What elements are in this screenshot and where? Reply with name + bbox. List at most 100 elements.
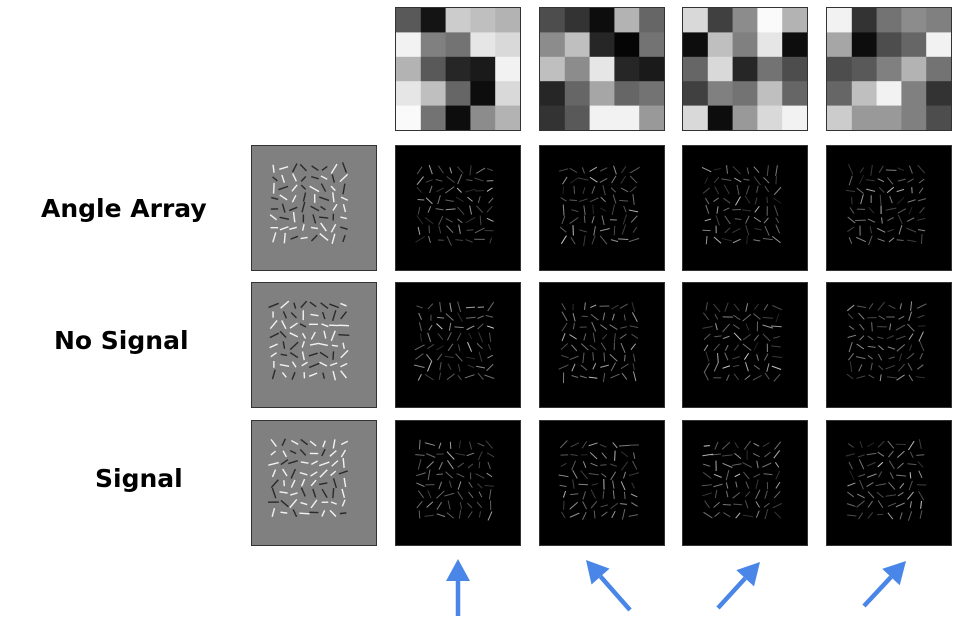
gabor-patch xyxy=(291,184,298,192)
gabor-patch xyxy=(907,491,914,500)
gabor-patch xyxy=(867,345,876,348)
gabor-patch xyxy=(772,502,782,509)
kernel-cell xyxy=(589,105,615,130)
kernel-cell xyxy=(732,8,758,33)
gabor-patch xyxy=(476,342,483,350)
gabor-patch xyxy=(309,301,317,308)
gabor-patch xyxy=(592,352,595,361)
gabor-patch xyxy=(716,206,719,214)
gabor-patch xyxy=(858,473,866,477)
gabor-patch xyxy=(457,174,463,185)
kernel-cell xyxy=(445,81,471,107)
gabor-patch xyxy=(851,197,853,205)
gabor-patch xyxy=(444,492,455,497)
gabor-patch xyxy=(332,487,335,499)
gabor-patch xyxy=(486,472,493,478)
gabor-patch xyxy=(889,323,892,331)
kernel-cell xyxy=(589,56,615,82)
gabor-patch xyxy=(424,442,436,446)
gabor-patch xyxy=(417,226,421,235)
kernel-cell xyxy=(926,32,951,58)
kernel-cell xyxy=(851,56,878,82)
gabor-patch xyxy=(279,330,287,339)
kernel-cell xyxy=(876,8,902,33)
gabor-patch xyxy=(756,354,759,361)
gabor-patch xyxy=(476,365,486,369)
gabor-patch xyxy=(268,461,279,466)
kernel-cell xyxy=(495,8,520,33)
gabor-patch xyxy=(865,179,875,182)
kernel-cell xyxy=(540,105,566,130)
gabor-patch xyxy=(704,197,710,205)
gabor-patch xyxy=(457,481,462,490)
gabor-patch xyxy=(877,461,884,468)
gabor-patch xyxy=(773,186,782,196)
gabor-patch xyxy=(867,335,874,341)
gabor-patch xyxy=(714,335,722,338)
gabor-patch xyxy=(764,185,770,193)
kernel-cell xyxy=(639,8,664,33)
gabor-patch xyxy=(592,332,596,343)
gabor-patch xyxy=(898,224,903,235)
gabor-patch xyxy=(466,356,476,360)
gabor-patch xyxy=(588,442,598,447)
gabor-patch xyxy=(270,479,279,489)
gabor-patch xyxy=(426,501,434,508)
gabor-patch xyxy=(489,332,492,342)
response-map-no-signal-2 xyxy=(539,282,665,408)
gabor-patch xyxy=(291,439,299,446)
gabor-patch xyxy=(774,511,782,519)
gabor-patch xyxy=(561,332,566,342)
kernel-cell xyxy=(420,56,447,82)
gabor-patch xyxy=(416,500,423,509)
gabor-patch xyxy=(632,353,636,362)
gabor-patch xyxy=(773,450,781,459)
gabor-patch xyxy=(631,482,635,489)
gabor-patch xyxy=(417,490,425,499)
gabor-patch xyxy=(438,225,442,234)
gabor-patch xyxy=(589,344,597,351)
gabor-patch xyxy=(876,227,886,233)
gabor-patch xyxy=(613,165,617,175)
gabor-patch xyxy=(271,469,277,478)
gabor-patch xyxy=(445,199,454,202)
gabor-patch xyxy=(321,323,329,328)
gabor-patch xyxy=(329,303,340,309)
gabor-patch xyxy=(340,449,347,458)
gabor-patch xyxy=(775,176,777,185)
gabor-patch xyxy=(486,217,494,222)
kernel-cell xyxy=(683,81,709,107)
gabor-patch xyxy=(888,460,895,470)
gabor-patch xyxy=(897,167,905,172)
gabor-patch xyxy=(569,501,579,510)
gabor-patch xyxy=(447,363,452,370)
gabor-patch xyxy=(486,363,494,372)
gabor-patch xyxy=(602,185,606,196)
response-map-no-signal-1 xyxy=(395,282,521,408)
gabor-patch xyxy=(773,491,781,499)
gabor-patch xyxy=(570,237,576,245)
gabor-patch xyxy=(438,442,442,449)
kernel-cell xyxy=(396,8,422,33)
gabor-patch xyxy=(571,375,579,378)
gabor-patch xyxy=(457,206,465,215)
gabor-patch xyxy=(571,209,579,213)
gabor-patch xyxy=(475,473,485,479)
gabor-patch xyxy=(343,477,347,488)
gabor-patch xyxy=(427,469,431,481)
gabor-patch xyxy=(887,217,894,222)
gabor-patch xyxy=(599,207,607,212)
gabor-patch xyxy=(475,167,486,174)
gabor-patch xyxy=(466,452,475,457)
gabor-patch xyxy=(292,211,296,223)
kernel-cell xyxy=(851,32,878,58)
gabor-patch xyxy=(621,166,627,174)
kernel-cell xyxy=(614,32,640,58)
kernel-cell xyxy=(901,32,927,58)
gabor-patch xyxy=(724,344,729,351)
gabor-patch xyxy=(415,454,425,456)
gabor-patch xyxy=(478,491,483,498)
gabor-patch xyxy=(886,186,895,194)
gabor-patch xyxy=(572,322,575,330)
gabor-patch xyxy=(562,176,568,185)
